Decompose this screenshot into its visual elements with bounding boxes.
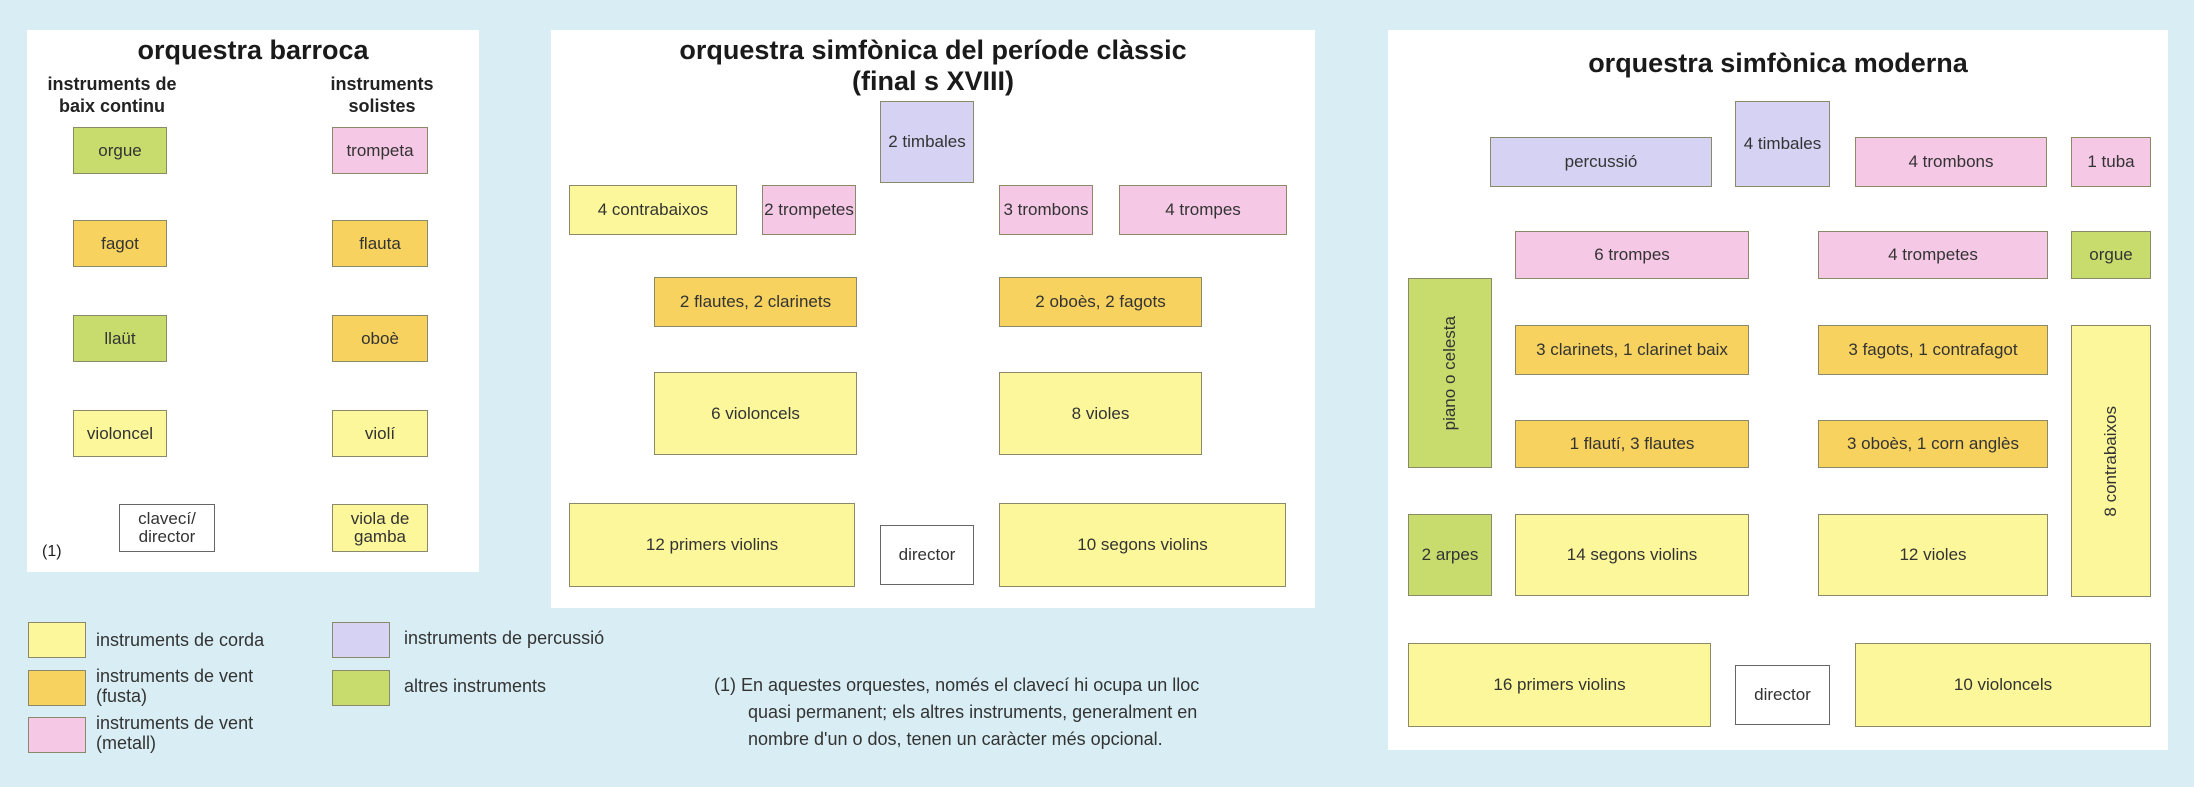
legend-label-perc: instruments de percussió xyxy=(404,628,605,648)
legend-label-altres: altres instruments xyxy=(404,676,547,696)
modern-trompetes: 4 trompetes xyxy=(1818,231,2048,279)
baroque-viola-de-gamba: viola de gamba xyxy=(332,504,428,552)
classic-contrabaixos: 4 contrabaixos xyxy=(569,185,737,235)
legend-swatch-metall xyxy=(28,717,86,753)
modern-trompes: 6 trompes xyxy=(1515,231,1749,279)
classic-trombons: 3 trombons xyxy=(999,185,1093,235)
legend-swatch-perc xyxy=(332,622,390,658)
classic-subtitle: (final s XVIII) xyxy=(851,66,1015,96)
baroque-violi: violí xyxy=(332,410,428,457)
footnote-line-2: quasi permanent; els altres instruments,… xyxy=(748,702,1198,722)
baroque-llaut: llaüt xyxy=(73,315,167,362)
classic-oboes: 2 oboès, 2 fagots xyxy=(999,277,1202,327)
modern-director: director xyxy=(1735,665,1830,725)
modern-percussio: percussió xyxy=(1490,137,1712,187)
modern-primers-violins: 16 primers violins xyxy=(1408,643,1711,727)
modern-arpes: 2 arpes xyxy=(1408,514,1492,596)
classic-flautes: 2 flautes, 2 clarinets xyxy=(654,277,857,327)
baroque-violoncel: violoncel xyxy=(73,410,167,457)
classic-trompetes: 2 trompetes xyxy=(762,185,856,235)
legend-swatch-altres xyxy=(332,670,390,706)
baroque-clavecí: clavecí/ director xyxy=(119,504,215,552)
baroque-flauta: flauta xyxy=(332,220,428,267)
modern-orgue: orgue xyxy=(2071,231,2151,279)
baroque-note-mark: (1) xyxy=(42,543,62,560)
baroque-orgue: orgue xyxy=(73,127,167,174)
modern-segons-violins: 14 segons violins xyxy=(1515,514,1749,596)
modern-fagots: 3 fagots, 1 contrafagot xyxy=(1818,325,2048,375)
legend-swatch-corda xyxy=(28,622,86,658)
footnote-line-1: (1) En aquestes orquestes, només el clav… xyxy=(714,675,1200,695)
baroque-col2-heading: instruments solistes xyxy=(330,74,434,116)
baroque-trompeta: trompeta xyxy=(332,127,428,174)
classic-timbales: 2 timbales xyxy=(880,101,974,183)
legend-label-fusta: instruments de vent (fusta) xyxy=(96,666,254,706)
modern-panel: orquestra simfònica moderna percussió 4 … xyxy=(1388,30,2168,750)
modern-contrabaixos-label: 8 contrabaixos xyxy=(2101,405,2120,517)
modern-title: orquestra simfònica moderna xyxy=(1588,48,1968,78)
classic-violes: 8 violes xyxy=(999,372,1202,455)
legend-swatch-fusta xyxy=(28,670,86,706)
classic-segons-violins: 10 segons violins xyxy=(999,503,1286,587)
footnote-line-3: nombre d'un o dos, tenen un caràcter més… xyxy=(748,729,1163,749)
classic-director: director xyxy=(880,525,974,585)
modern-flautes: 1 flautí, 3 flautes xyxy=(1515,420,1749,468)
modern-piano-label: piano o celesta xyxy=(1440,315,1459,431)
baroque-oboe: oboè xyxy=(332,315,428,362)
modern-timbales: 4 timbales xyxy=(1735,101,1830,187)
baroque-title: orquestra barroca xyxy=(137,35,369,65)
classic-trompes: 4 trompes xyxy=(1119,185,1287,235)
modern-tuba: 1 tuba xyxy=(2071,137,2151,187)
legend-label-metall: instruments de vent (metall) xyxy=(96,713,254,753)
modern-violes: 12 violes xyxy=(1818,514,2048,596)
classic-primers-violins: 12 primers violins xyxy=(569,503,855,587)
modern-oboes: 3 oboès, 1 corn anglès xyxy=(1818,420,2048,468)
classic-panel: orquestra simfònica del període clàssic … xyxy=(551,30,1315,608)
modern-trombons: 4 trombons xyxy=(1855,137,2047,187)
baroque-col1-heading: instruments de baix continu xyxy=(47,74,177,116)
classic-violoncels: 6 violoncels xyxy=(654,372,857,455)
classic-title: orquestra simfònica del període clàssic xyxy=(679,35,1187,65)
modern-piano-o-celesta: piano o celesta xyxy=(1408,278,1492,468)
modern-contrabaixos: 8 contrabaixos xyxy=(2071,325,2151,597)
modern-violoncels: 10 violoncels xyxy=(1855,643,2151,727)
baroque-fagot: fagot xyxy=(73,220,167,267)
legend-label-corda: instruments de corda xyxy=(96,630,265,650)
modern-clarinets: 3 clarinets, 1 clarinet baix xyxy=(1515,325,1749,375)
baroque-panel: orquestra barroca instruments de baix co… xyxy=(27,30,479,572)
